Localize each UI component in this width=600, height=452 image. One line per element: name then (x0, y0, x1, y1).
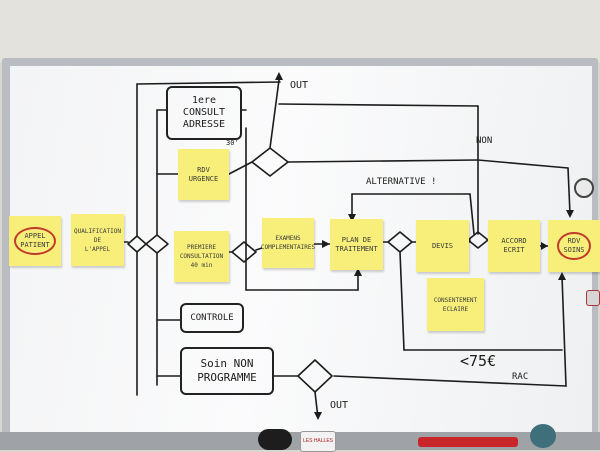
note-devis: DEVIS (416, 220, 469, 272)
note-plan-de-traitement: PLAN DE TRAITEMENT (330, 219, 383, 270)
note-rdv-soins: RDV SOINS (548, 220, 600, 272)
decision-diamond-soin (297, 359, 333, 393)
tray-badge: LES HALLES (300, 431, 336, 452)
decision-diamond-consult (231, 241, 257, 263)
arrowhead-rdv-soins (566, 210, 574, 218)
note-rdv-soins-label: RDV SOINS (557, 232, 591, 260)
magnet (530, 424, 556, 448)
label-alternative: ALTERNATIVE ! (366, 177, 437, 187)
board-magnet-side (586, 290, 600, 306)
box-soin-non-programme: Soin NON PROGRAMME (180, 347, 274, 395)
note-appel-patient: APPEL PATIENT (9, 216, 61, 266)
label-out-top: OUT (290, 80, 309, 91)
decision-diamond-urgence (251, 147, 289, 177)
arrowhead-out-bottom (314, 412, 322, 420)
label-rac: RAC (512, 372, 529, 382)
note-consentement-eclaire: CONSENTEMENT ECLAIRE (427, 278, 484, 331)
label-out-bottom: OUT (330, 400, 349, 411)
arrowhead-accord (541, 242, 548, 250)
decision-diamond-1 (127, 235, 147, 253)
note-appel-patient-label: APPEL PATIENT (14, 227, 56, 255)
decision-diamond-2 (145, 234, 169, 254)
note-examens-complementaires: EXAMENS COMPLEMENTAIRES (261, 218, 315, 268)
box-first-consult: 1ere CONSULT ADRESSE (166, 86, 242, 140)
arrowhead-plan (354, 268, 362, 276)
board-magnet-top (574, 178, 594, 198)
note-qualification: QUALIFICATION DE L'APPEL (71, 214, 124, 266)
arrowhead-rac (558, 272, 566, 280)
box-controle: CONTROLE (180, 303, 244, 333)
arrowhead-examens (322, 240, 330, 248)
red-marker (418, 437, 518, 447)
label-duration: 30' (226, 139, 239, 147)
arrowhead-out-top (275, 72, 283, 80)
arrowhead-alternative (348, 214, 356, 222)
label-price: <75€ (460, 352, 497, 370)
wall-background (0, 0, 600, 62)
label-non: NON (476, 136, 493, 146)
note-premiere-consultation: PREMIERE CONSULTATION 40 min (174, 231, 229, 282)
note-accord-ecrit: ACCORD ECRIT (488, 220, 540, 272)
eraser (258, 429, 292, 450)
note-rdv-urgence: RDV URGENCE (178, 149, 229, 200)
decision-diamond-devis (387, 231, 413, 253)
